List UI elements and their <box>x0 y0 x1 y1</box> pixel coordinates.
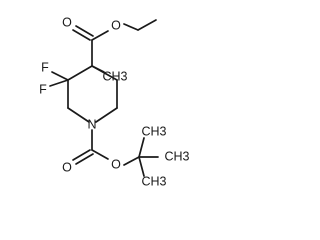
bond-cq-ch3-top <box>138 137 145 158</box>
bond-boc-c-o-single <box>91 149 109 160</box>
atom-o-boc-carbonyl: O <box>62 160 72 174</box>
bonds <box>49 19 159 177</box>
bond-ester-c-o-double-b <box>75 25 94 37</box>
atom-f-upper: F <box>41 60 49 74</box>
bond-ester-o-ch2 <box>123 23 139 31</box>
atom-tbu-ch3-top: CH3 <box>141 124 166 138</box>
atom-n-ring: N <box>87 117 96 131</box>
bond-c2-n <box>67 107 90 123</box>
bond-n-c6 <box>95 107 118 123</box>
molecule-structure: O O F F CH3 N O O CH3 CH3 CH3 <box>39 15 189 188</box>
atom-f-lower: F <box>39 82 47 96</box>
bond-ester-c-o-single <box>91 30 109 41</box>
atom-methyl: CH3 <box>102 69 127 83</box>
bond-ch2-ch3 <box>137 19 157 31</box>
atom-o-ester-carbonyl: O <box>62 15 72 29</box>
atom-o-boc-ether: O <box>111 157 121 171</box>
atom-tbu-ch3-bottom: CH3 <box>141 174 166 188</box>
bond-boc-c-o-double-b <box>75 153 94 165</box>
bond-c3-f-upper <box>51 71 69 81</box>
atom-tbu-ch3-right: CH3 <box>164 149 189 163</box>
bond-c4-c3 <box>67 65 93 81</box>
bond-c4-methyl <box>91 65 105 73</box>
bond-c3-f-lower <box>49 79 69 87</box>
bond-ester-c-o-double-a <box>72 29 91 41</box>
bond-cq-ch3-bottom <box>138 156 145 177</box>
structure-canvas: O O F F CH3 N O O CH3 CH3 CH3 <box>39 15 189 188</box>
atom-o-ester-ether: O <box>111 18 121 32</box>
atom-labels: O O F F CH3 N O O CH3 CH3 CH3 <box>39 15 189 188</box>
bond-boc-o-cq <box>123 156 140 166</box>
bond-boc-c-o-double-a <box>72 149 91 161</box>
